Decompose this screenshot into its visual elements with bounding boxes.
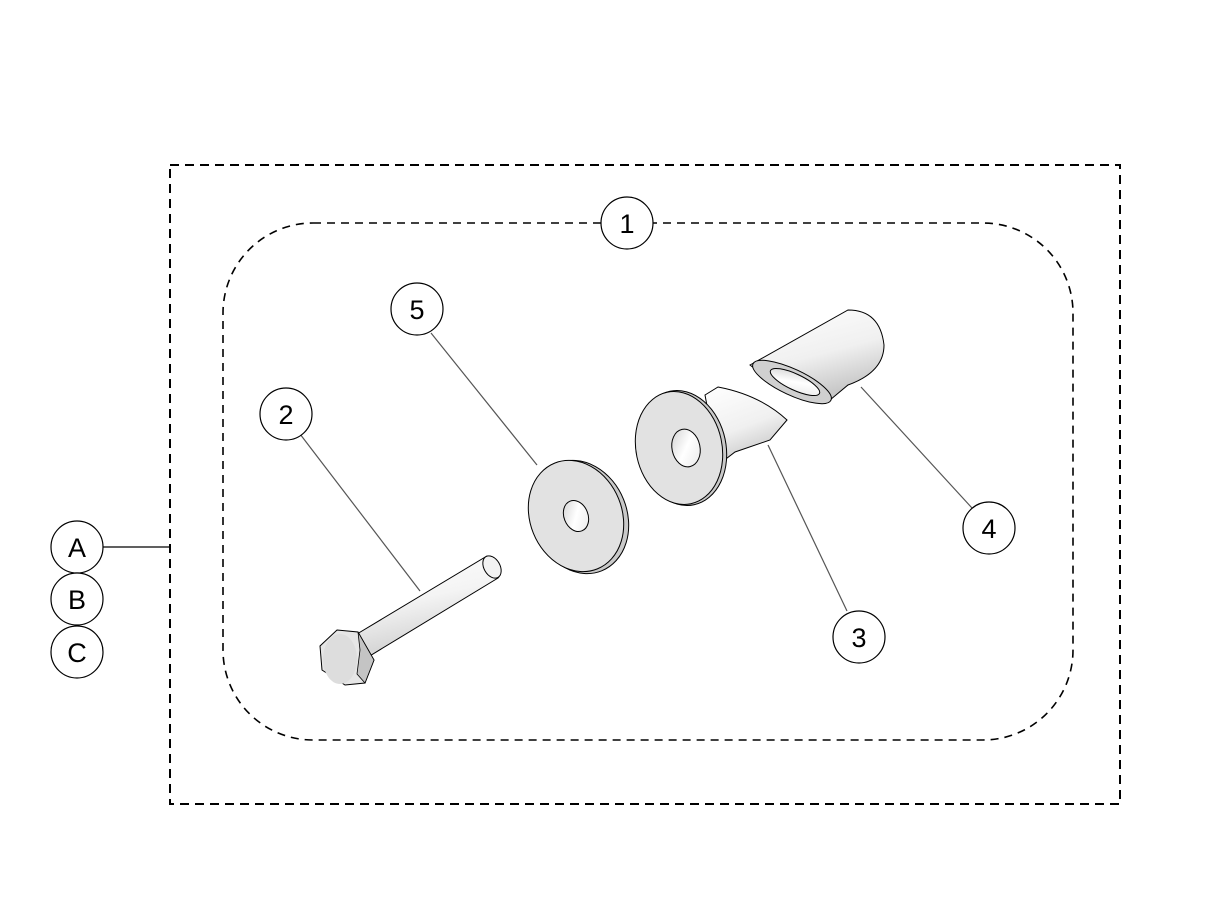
callout-label: B	[68, 585, 86, 615]
leader-line-3	[767, 444, 848, 612]
callout-label: 3	[851, 623, 866, 653]
callout-kit-1[interactable]: 1	[600, 196, 654, 250]
callout-label: 1	[619, 209, 634, 239]
callout-variant-b[interactable]: B	[50, 572, 104, 626]
callout-part-5[interactable]: 5	[390, 282, 444, 336]
callout-label: C	[67, 638, 87, 668]
callout-part-4[interactable]: 4	[962, 501, 1016, 555]
part-flanged-bushing	[634, 386, 788, 506]
callout-label: 4	[981, 514, 996, 544]
part-flat-washer	[527, 459, 630, 575]
callout-part-3[interactable]: 3	[832, 610, 886, 664]
leader-line-4	[860, 386, 973, 509]
kit-boundary	[222, 222, 1074, 741]
leader-line-5	[430, 332, 538, 466]
callout-label: 2	[278, 400, 293, 430]
callout-part-2[interactable]: 2	[259, 387, 313, 441]
part-angled-spacer	[749, 309, 885, 405]
part-hex-bolt	[319, 555, 502, 686]
callout-variant-c[interactable]: C	[50, 625, 104, 679]
callout-label: 5	[409, 295, 424, 325]
callout-variant-a[interactable]: A	[50, 520, 104, 574]
leader-line-2	[299, 433, 421, 592]
callout-label: A	[68, 533, 86, 563]
outer-variant-boundary	[169, 164, 1121, 805]
